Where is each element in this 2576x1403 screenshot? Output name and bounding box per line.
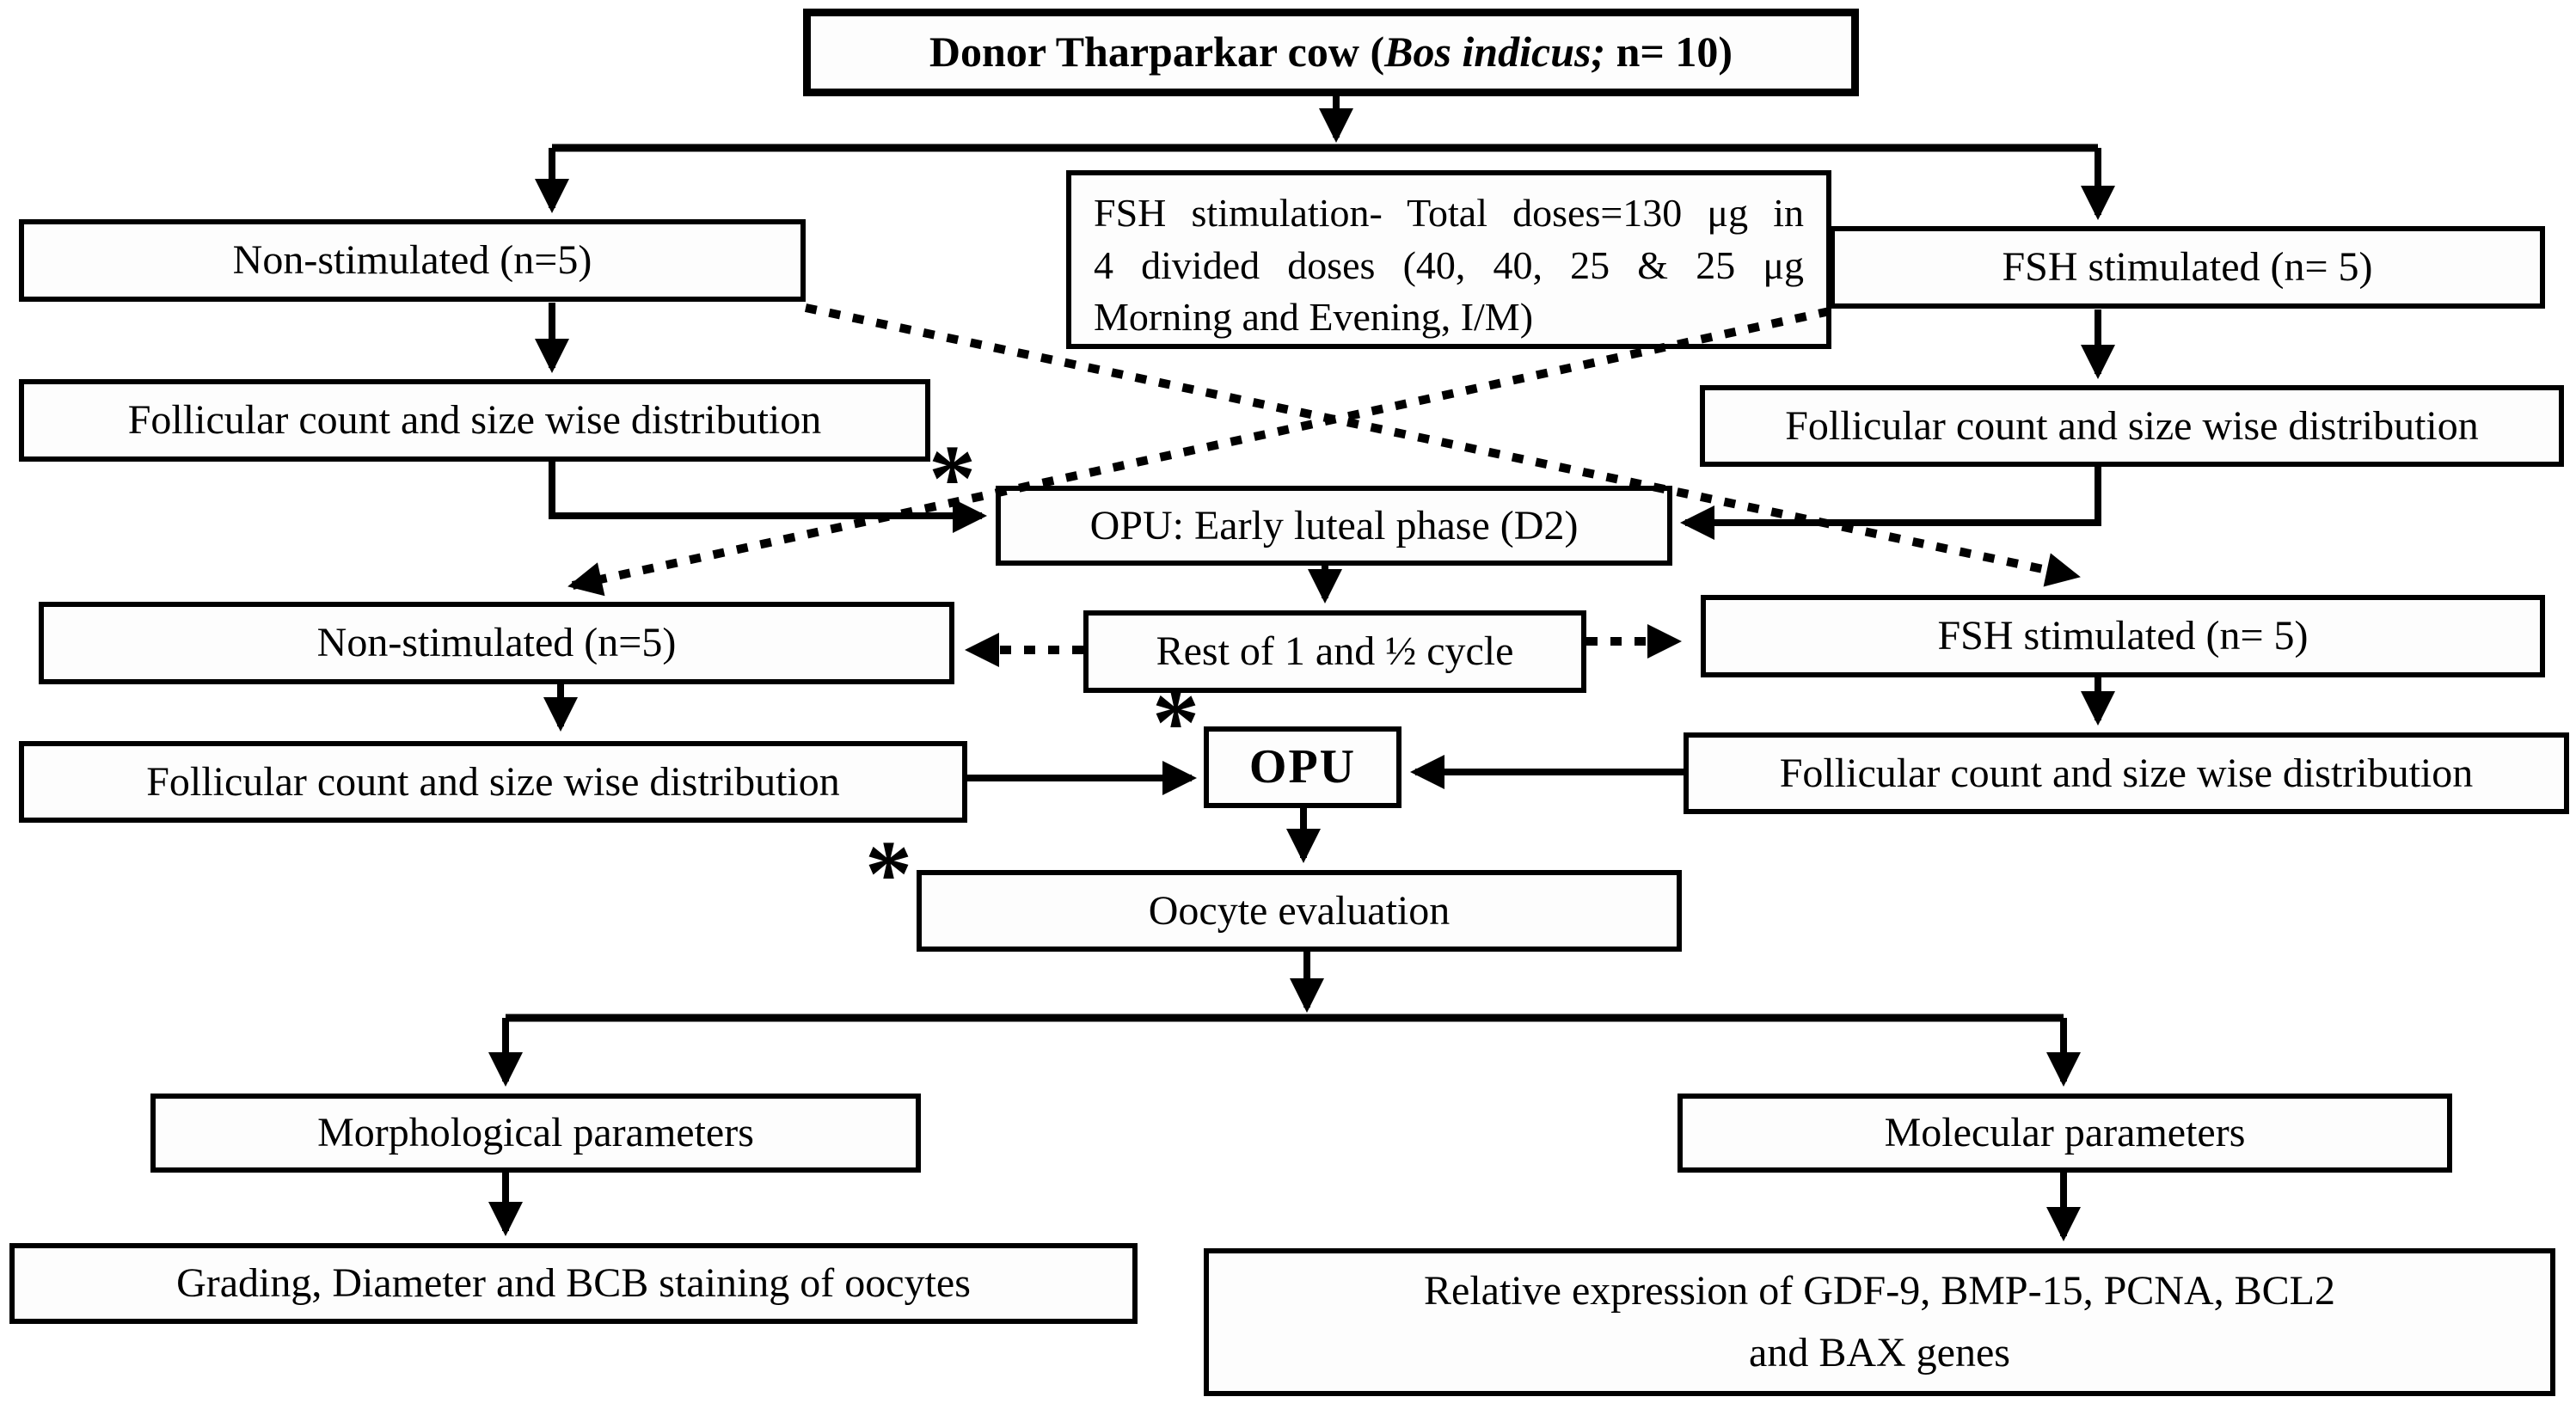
arrow-follicular-left-to-opu-d2 bbox=[549, 461, 987, 533]
opu-label: OPU bbox=[1248, 740, 1357, 794]
relative-expression-line2: and BAX genes bbox=[1749, 1330, 2010, 1375]
fsh-stimulated-label-1: FSH stimulated (n= 5) bbox=[2002, 244, 2373, 291]
opu-box: OPU bbox=[1204, 726, 1401, 808]
grading-box: Grading, Diameter and BCB staining of oo… bbox=[9, 1243, 1138, 1324]
oocyte-evaluation-box: Oocyte evaluation bbox=[917, 870, 1682, 952]
opu-early-luteal-box: OPU: Early luteal phase (D2) bbox=[996, 486, 1672, 566]
non-stimulated-box-2: Non-stimulated (n=5) bbox=[39, 602, 954, 684]
rest-cycle-label: Rest of 1 and ½ cycle bbox=[1156, 628, 1514, 675]
asterisk-opu: * bbox=[1152, 670, 1199, 775]
arrow-follicular-right-to-opu-d2 bbox=[1680, 467, 2101, 540]
molecular-parameters-label: Molecular parameters bbox=[1884, 1110, 2246, 1156]
fsh-stimulated-box-1: FSH stimulated (n= 5) bbox=[1830, 226, 2545, 309]
morphological-parameters-label: Morphological parameters bbox=[317, 1110, 754, 1156]
oocyte-evaluation-label: Oocyte evaluation bbox=[1148, 887, 1451, 934]
relative-expression-line1: Relative expression of GDF-9, BMP-15, PC… bbox=[1424, 1268, 2335, 1314]
fsh-stimulated-box-2: FSH stimulated (n= 5) bbox=[1701, 595, 2545, 677]
follicular-count-label-left-1: Follicular count and size wise distribut… bbox=[127, 397, 822, 444]
rest-cycle-box: Rest of 1 and ½ cycle bbox=[1083, 610, 1586, 693]
follicular-count-box-right-2: Follicular count and size wise distribut… bbox=[1684, 732, 2569, 814]
fsh-info-line2: 4 divided doses (40, 40, 25 & 25 μg bbox=[1094, 242, 1804, 287]
donor-cow-label: Donor Tharparkar cow (Bos indicus; n= 10… bbox=[929, 28, 1733, 77]
non-stimulated-label-2: Non-stimulated (n=5) bbox=[316, 620, 677, 666]
molecular-parameters-box: Molecular parameters bbox=[1677, 1094, 2452, 1173]
follicular-count-box-left-1: Follicular count and size wise distribut… bbox=[19, 379, 930, 462]
follicular-count-box-left-2: Follicular count and size wise distribut… bbox=[19, 741, 967, 823]
fsh-info-line3: Morning and Evening, I/M) bbox=[1094, 295, 1534, 340]
asterisk-oocyte-evaluation: * bbox=[865, 821, 912, 926]
donor-cow-box: Donor Tharparkar cow (Bos indicus; n= 10… bbox=[803, 9, 1859, 96]
relative-expression-box: Relative expression of GDF-9, BMP-15, PC… bbox=[1204, 1248, 2555, 1396]
non-stimulated-label-1: Non-stimulated (n=5) bbox=[232, 237, 592, 284]
follicular-count-label-right-1: Follicular count and size wise distribut… bbox=[1785, 402, 2479, 449]
asterisk-opu-early-luteal: * bbox=[929, 426, 976, 530]
opu-early-luteal-label: OPU: Early luteal phase (D2) bbox=[1089, 502, 1579, 548]
fsh-stimulation-info-box: FSH stimulation- Total doses=130 μg in 4… bbox=[1066, 170, 1831, 349]
follicular-count-label-left-2: Follicular count and size wise distribut… bbox=[146, 758, 840, 805]
non-stimulated-box-1: Non-stimulated (n=5) bbox=[19, 219, 806, 302]
morphological-parameters-box: Morphological parameters bbox=[150, 1094, 921, 1173]
follicular-count-box-right-1: Follicular count and size wise distribut… bbox=[1700, 385, 2564, 467]
fsh-info-line1: FSH stimulation- Total doses=130 μg in bbox=[1094, 191, 1804, 235]
fsh-stimulated-label-2: FSH stimulated (n= 5) bbox=[1937, 613, 2309, 659]
follicular-count-label-right-2: Follicular count and size wise distribut… bbox=[1779, 750, 2474, 796]
grading-label: Grading, Diameter and BCB staining of oo… bbox=[176, 1260, 971, 1307]
